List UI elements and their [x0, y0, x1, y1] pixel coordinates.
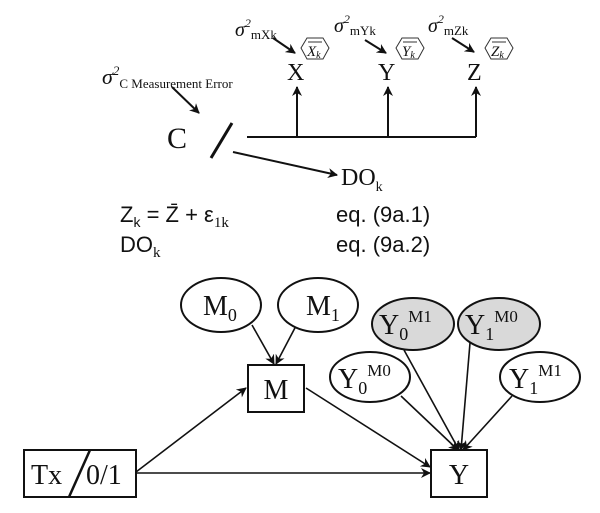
error-arrow-x: [272, 37, 296, 54]
mediation-diagram: M0 M1 M Y0M1 Y1M0: [23, 277, 581, 498]
dok-node: DOk: [341, 165, 383, 195]
node-y0-m1: Y0M1: [371, 297, 455, 351]
treatment-divider: [67, 449, 92, 498]
equation-2-ref: eq. (9a.2): [336, 232, 430, 257]
node-y0-m0: Y0M0: [329, 351, 411, 403]
node-y1-m1: Y1M1: [499, 351, 581, 403]
equation-1: Zk = Z̄ + ε1k: [120, 202, 229, 231]
equation-2: DOk: [120, 232, 161, 261]
y0-m0-ellipse: [329, 351, 411, 403]
node-outcome: Y: [430, 449, 488, 498]
y1-m0-ellipse: [457, 297, 541, 351]
m1-label: M1: [306, 291, 340, 325]
error-label-y: σ2mYk: [334, 12, 376, 38]
c-node: C: [167, 122, 187, 155]
arrow-to-dok: [232, 151, 338, 178]
c-measurement-error-label: σ2C Measurement Error: [102, 63, 233, 91]
y1-m1-label: Y1M1: [509, 361, 562, 398]
m1-ellipse: [277, 277, 359, 333]
mean-x-hexagon: [300, 37, 330, 60]
m0-label: M0: [203, 291, 237, 325]
node-mediator: M: [247, 364, 305, 413]
mediator-box: [247, 364, 305, 413]
mean-y-hexagon: [395, 37, 425, 60]
mean-x-label: Xk: [306, 44, 321, 61]
outcome-box: [430, 449, 488, 498]
c-error-arrow: [171, 86, 200, 114]
indicator-z: σ2mZk Z Zk: [428, 12, 514, 86]
node-y1-m0: Y1M0: [457, 297, 541, 351]
y1-m1-ellipse: [499, 351, 581, 403]
y1-m0-label: Y1M0: [465, 307, 518, 344]
edge-tx-to-m: [135, 387, 247, 473]
mean-y-label: Yk: [402, 44, 415, 61]
node-m0: M0: [180, 277, 262, 333]
error-label-x: σ2mXk: [235, 16, 277, 42]
y0-m1-ellipse: [371, 297, 455, 351]
edge-m1-to-m: [275, 323, 298, 365]
equation-1-ref: eq. (9a.1): [336, 202, 430, 227]
m0-ellipse: [180, 277, 262, 333]
edge-m-to-y: [305, 387, 431, 468]
edge-m0-to-m: [251, 324, 275, 365]
mediator-label: M: [264, 375, 289, 406]
slash-break: [209, 122, 234, 159]
y-node: Y: [378, 60, 395, 86]
mean-z-hexagon: [484, 37, 514, 60]
error-arrow-y: [364, 39, 387, 54]
y0-m0-label: Y0M0: [338, 361, 391, 398]
equations: Zk = Z̄ + ε1k eq. (9a.1) DOk eq. (9a.2): [120, 202, 430, 261]
error-arrow-z: [451, 37, 475, 53]
error-label-z: σ2mZk: [428, 12, 469, 38]
outcome-label: Y: [449, 460, 469, 491]
treatment-right-label: 0/1: [86, 460, 122, 491]
z-node: Z: [467, 60, 482, 86]
x-node: X: [287, 60, 304, 86]
mean-z-label: Zk: [491, 44, 504, 61]
measurement-diagram: σ2C Measurement Error C DOk σ2mXk X X: [102, 12, 514, 195]
indicator-y: σ2mYk Y Yk: [334, 12, 425, 86]
treatment-left-label: Tx: [31, 460, 62, 491]
edge-y0m0-to-y: [400, 395, 459, 451]
indicator-x: σ2mXk X Xk: [235, 16, 330, 86]
edge-y1m1-to-y: [462, 395, 513, 451]
edge-y1m0-to-y: [456, 342, 471, 451]
edge-y0m1-to-y: [403, 349, 460, 451]
y0-m1-label: Y0M1: [379, 307, 432, 344]
node-treatment: Tx 0/1: [23, 449, 137, 498]
node-m1: M1: [277, 277, 359, 333]
